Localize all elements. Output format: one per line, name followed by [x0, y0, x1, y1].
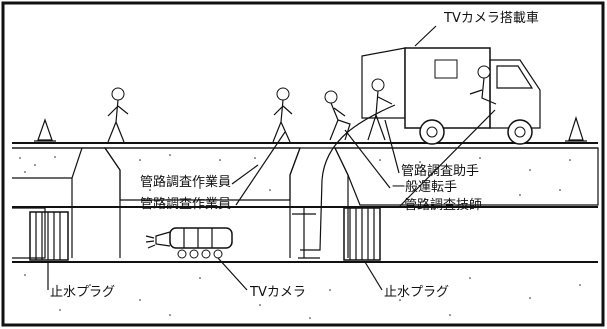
soil-block-middle [103, 147, 301, 201]
worker-figure-left [107, 87, 129, 143]
sewer-pipe [12, 206, 598, 263]
manhole-right [289, 147, 381, 261]
tv-camera-crawler [145, 227, 233, 259]
worker-figure-kneeling [324, 90, 351, 141]
label-pipe-survey-engineer: 管路調査技師 [404, 197, 482, 213]
label-general-driver: 一般運転手 [392, 179, 457, 195]
manhole-left [29, 147, 121, 261]
label-water-stop-plug-right: 止水プラグ [384, 285, 449, 300]
worker-figure-assistant [367, 78, 393, 141]
ground-surface [12, 142, 598, 149]
traffic-cone-left [34, 118, 56, 142]
tv-camera-truck [361, 47, 541, 145]
label-pipe-survey-assistant: 管路調査助手 [401, 163, 479, 179]
label-tv-camera: TVカメラ [249, 285, 306, 300]
label-pipe-survey-worker-1: 管路調査作業員 [140, 174, 231, 190]
worker-figure-center [272, 87, 293, 143]
leader-lines [47, 25, 496, 291]
label-tv-camera-truck: TVカメラ搭載車 [443, 10, 539, 26]
soil-texture [19, 154, 581, 319]
traffic-cone-right [565, 116, 587, 142]
label-water-stop-plug-left: 止水プラグ [50, 285, 115, 300]
label-pipe-survey-worker-2: 管路調査作業員 [140, 196, 231, 212]
cable-guide-stand [292, 208, 320, 259]
camera-cable [300, 104, 396, 251]
